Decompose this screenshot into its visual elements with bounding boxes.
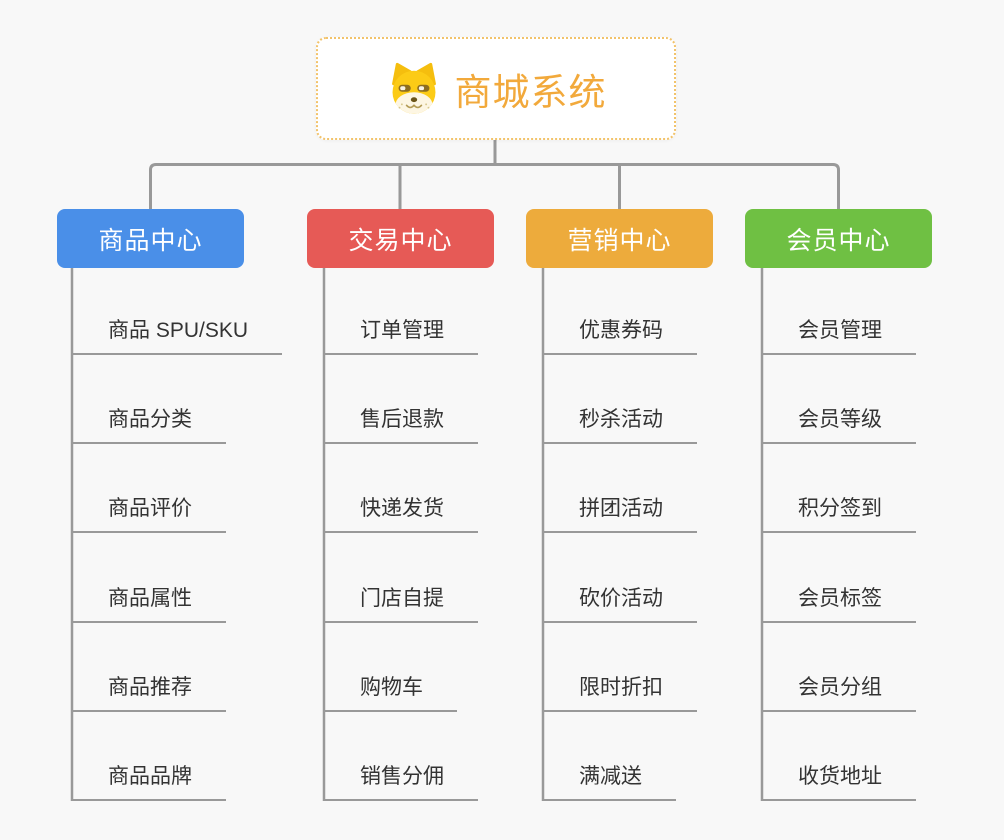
leaf-node[interactable]: 积分签到 bbox=[762, 495, 916, 533]
branch-node-member-center[interactable]: 会员中心 bbox=[745, 209, 932, 268]
leaf-node[interactable]: 商品评价 bbox=[72, 495, 226, 533]
branch-label: 营销中心 bbox=[567, 226, 672, 255]
leaf-node[interactable]: 限时折扣 bbox=[543, 674, 697, 712]
leaf-node[interactable]: 会员管理 bbox=[762, 317, 916, 355]
leaf-node[interactable]: 快递发货 bbox=[324, 495, 478, 533]
leaf-node[interactable]: 优惠券码 bbox=[543, 317, 697, 355]
branch-label: 商品中心 bbox=[98, 226, 203, 255]
leaf-node[interactable]: 售后退款 bbox=[324, 406, 478, 444]
leaf-node[interactable]: 会员等级 bbox=[762, 406, 916, 444]
leaf-node[interactable]: 会员分组 bbox=[762, 674, 916, 712]
branch-bus-line bbox=[149, 163, 840, 210]
leaf-node[interactable]: 商品推荐 bbox=[72, 674, 226, 712]
leaf-node[interactable]: 商品品牌 bbox=[72, 763, 226, 801]
leaf-node[interactable]: 秒杀活动 bbox=[543, 406, 697, 444]
leaf-node[interactable]: 砍价活动 bbox=[543, 585, 697, 623]
leaf-node[interactable]: 商品属性 bbox=[72, 585, 226, 623]
leaf-node[interactable]: 订单管理 bbox=[324, 317, 478, 355]
branch-node-marketing-center[interactable]: 营销中心 bbox=[526, 209, 713, 268]
branch-label: 交易中心 bbox=[348, 226, 453, 255]
branch-node-trade-center[interactable]: 交易中心 bbox=[307, 209, 494, 268]
branch-label: 会员中心 bbox=[786, 226, 891, 255]
dog-face-icon bbox=[391, 62, 436, 114]
leaf-node[interactable]: 商品分类 bbox=[72, 406, 226, 444]
leaf-node[interactable]: 商品 SPU/SKU bbox=[72, 317, 283, 355]
leaf-node[interactable]: 拼团活动 bbox=[543, 495, 697, 533]
leaf-node[interactable]: 收货地址 bbox=[762, 763, 916, 801]
leaf-node[interactable]: 门店自提 bbox=[324, 585, 478, 623]
branch-node-product-center[interactable]: 商品中心 bbox=[57, 209, 244, 268]
root-title: 商城系统 bbox=[454, 71, 607, 113]
leaf-node[interactable]: 销售分佣 bbox=[324, 763, 478, 801]
leaf-node[interactable]: 满减送 bbox=[543, 763, 676, 801]
leaf-node[interactable]: 购物车 bbox=[324, 674, 457, 712]
leaf-node[interactable]: 会员标签 bbox=[762, 585, 916, 623]
root-node[interactable]: 商城系统 bbox=[316, 37, 676, 140]
